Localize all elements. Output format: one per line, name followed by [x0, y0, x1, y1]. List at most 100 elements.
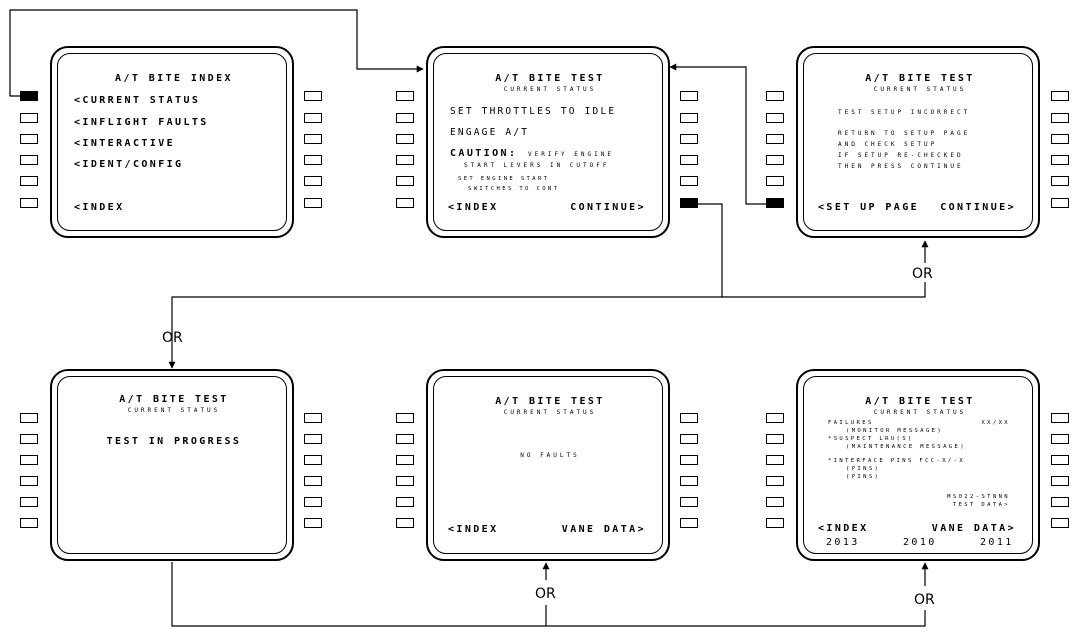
lsk-setup-left-6[interactable] — [396, 198, 414, 208]
index-link[interactable]: <INDEX — [818, 523, 869, 534]
test-data-link[interactable]: TEST DATA> — [952, 502, 1010, 508]
lsk-setup-right-1[interactable] — [680, 91, 698, 101]
lsk-failures-left-1[interactable] — [766, 413, 784, 423]
page-subtitle: CURRENT STATUS — [127, 407, 221, 414]
lsk-setup-right-2[interactable] — [680, 113, 698, 123]
lsk-progress-right-6[interactable] — [304, 518, 322, 528]
lsk-nofaults-left-3[interactable] — [396, 455, 414, 465]
lsk-progress-left-3[interactable] — [20, 455, 38, 465]
lsk-failures-right-4[interactable] — [1051, 476, 1069, 486]
lsk-nofaults-left-2[interactable] — [396, 434, 414, 444]
lsk-failures-left-4[interactable] — [766, 476, 784, 486]
index-link[interactable]: <INDEX — [448, 202, 499, 213]
lsk-incorrect-right-3[interactable] — [1051, 134, 1069, 144]
lsk-nofaults-left-5[interactable] — [396, 497, 414, 507]
lsk-progress-left-5[interactable] — [20, 497, 38, 507]
continue-link[interactable]: CONTINUE> — [570, 202, 646, 213]
lsk-incorrect-left-4[interactable] — [766, 155, 784, 165]
lsk-incorrect-left-1[interactable] — [766, 91, 784, 101]
lsk-failures-right-6[interactable] — [1051, 518, 1069, 528]
lsk-progress-left-1[interactable] — [20, 413, 38, 423]
page-title: A/T BITE TEST — [495, 73, 605, 84]
continue-link[interactable]: CONTINUE> — [940, 202, 1016, 213]
lsk-progress-left-4[interactable] — [20, 476, 38, 486]
index-link[interactable]: <INDEX — [448, 524, 499, 535]
lsk-index-right-2[interactable] — [304, 113, 322, 123]
lsk-index-left-4[interactable] — [20, 155, 38, 165]
lsk-setup-left-2[interactable] — [396, 113, 414, 123]
lsk-incorrect-left-5[interactable] — [766, 176, 784, 186]
setup-page-link[interactable]: <SET UP PAGE — [818, 202, 920, 213]
lsk-progress-right-1[interactable] — [304, 413, 322, 423]
lsk-index-right-3[interactable] — [304, 134, 322, 144]
lsk-index-left-3[interactable] — [20, 134, 38, 144]
lsk-incorrect-right-6[interactable] — [1051, 198, 1069, 208]
lsk-nofaults-right-1[interactable] — [680, 413, 698, 423]
lsk-progress-right-3[interactable] — [304, 455, 322, 465]
lsk-setup-right-4[interactable] — [680, 155, 698, 165]
lsk-index-left-6[interactable] — [20, 198, 38, 208]
vane-data-link[interactable]: VANE DATA> — [561, 524, 646, 535]
menu-interactive[interactable]: <INTERACTIVE — [74, 138, 176, 149]
lsk-index-left-5[interactable] — [20, 176, 38, 186]
screen-frame — [803, 376, 1033, 554]
lsk-progress-right-5[interactable] — [304, 497, 322, 507]
flow-results-bus — [171, 562, 926, 627]
lsk-failures-left-3[interactable] — [766, 455, 784, 465]
lsk-incorrect-right-5[interactable] — [1051, 176, 1069, 186]
lsk-progress-right-2[interactable] — [304, 434, 322, 444]
cdu-screen-bite-index: A/T BITE INDEX <CURRENT STATUS <INFLIGHT… — [50, 46, 294, 238]
lsk-progress-right-4[interactable] — [304, 476, 322, 486]
lsk-incorrect-left-6[interactable] — [766, 198, 784, 208]
lsk-failures-left-6[interactable] — [766, 518, 784, 528]
lsk-setup-right-6[interactable] — [680, 198, 698, 208]
lsk-failures-right-1[interactable] — [1051, 413, 1069, 423]
lsk-failures-left-5[interactable] — [766, 497, 784, 507]
cdu-screen-setup-incorrect: A/T BITE TEST CURRENT STATUS TEST SETUP … — [796, 46, 1040, 238]
lsk-index-right-1[interactable] — [304, 91, 322, 101]
lsk-nofaults-left-6[interactable] — [396, 518, 414, 528]
ms-number: MS022-STNNN — [947, 494, 1010, 500]
page-subtitle: CURRENT STATUS — [873, 409, 967, 416]
lsk-incorrect-left-3[interactable] — [766, 134, 784, 144]
lsk-nofaults-left-1[interactable] — [396, 413, 414, 423]
lsk-nofaults-right-5[interactable] — [680, 497, 698, 507]
vane-data-link[interactable]: VANE DATA> — [931, 523, 1016, 534]
menu-ident-config[interactable]: <IDENT/CONFIG — [74, 159, 184, 170]
lsk-setup-right-3[interactable] — [680, 134, 698, 144]
lsk-incorrect-right-4[interactable] — [1051, 155, 1069, 165]
page-title: A/T BITE TEST — [865, 73, 975, 84]
maintenance-message: (MAINTENANCE MESSAGE) — [846, 444, 966, 450]
lsk-nofaults-right-6[interactable] — [680, 518, 698, 528]
lsk-index-right-6[interactable] — [304, 198, 322, 208]
lsk-index-right-5[interactable] — [304, 176, 322, 186]
lsk-failures-left-2[interactable] — [766, 434, 784, 444]
lsk-index-left-2[interactable] — [20, 113, 38, 123]
menu-inflight-faults[interactable]: <INFLIGHT FAULTS — [74, 117, 209, 128]
lsk-nofaults-left-4[interactable] — [396, 476, 414, 486]
lsk-incorrect-left-2[interactable] — [766, 113, 784, 123]
lsk-incorrect-right-1[interactable] — [1051, 91, 1069, 101]
menu-index[interactable]: <INDEX — [74, 202, 125, 213]
lsk-setup-left-1[interactable] — [396, 91, 414, 101]
lsk-failures-right-3[interactable] — [1051, 455, 1069, 465]
lsk-incorrect-right-2[interactable] — [1051, 113, 1069, 123]
lsk-progress-left-6[interactable] — [20, 518, 38, 528]
lsk-setup-left-3[interactable] — [396, 134, 414, 144]
lsk-nofaults-right-3[interactable] — [680, 455, 698, 465]
lsk-index-right-4[interactable] — [304, 155, 322, 165]
lsk-setup-right-5[interactable] — [680, 176, 698, 186]
menu-current-status[interactable]: <CURRENT STATUS — [74, 95, 201, 106]
lsk-failures-right-2[interactable] — [1051, 434, 1069, 444]
cdu-screen-failures: A/T BITE TEST CURRENT STATUS FAILURES XX… — [796, 369, 1040, 561]
lsk-setup-left-5[interactable] — [396, 176, 414, 186]
instruction-engage: ENGAGE A/T — [450, 127, 530, 138]
lsk-failures-right-5[interactable] — [1051, 497, 1069, 507]
lsk-index-left-1[interactable] — [20, 91, 38, 101]
lsk-setup-left-4[interactable] — [396, 155, 414, 165]
lsk-nofaults-right-4[interactable] — [680, 476, 698, 486]
lsk-nofaults-right-2[interactable] — [680, 434, 698, 444]
or-label-middle: OR — [535, 586, 556, 602]
lsk-progress-left-2[interactable] — [20, 434, 38, 444]
